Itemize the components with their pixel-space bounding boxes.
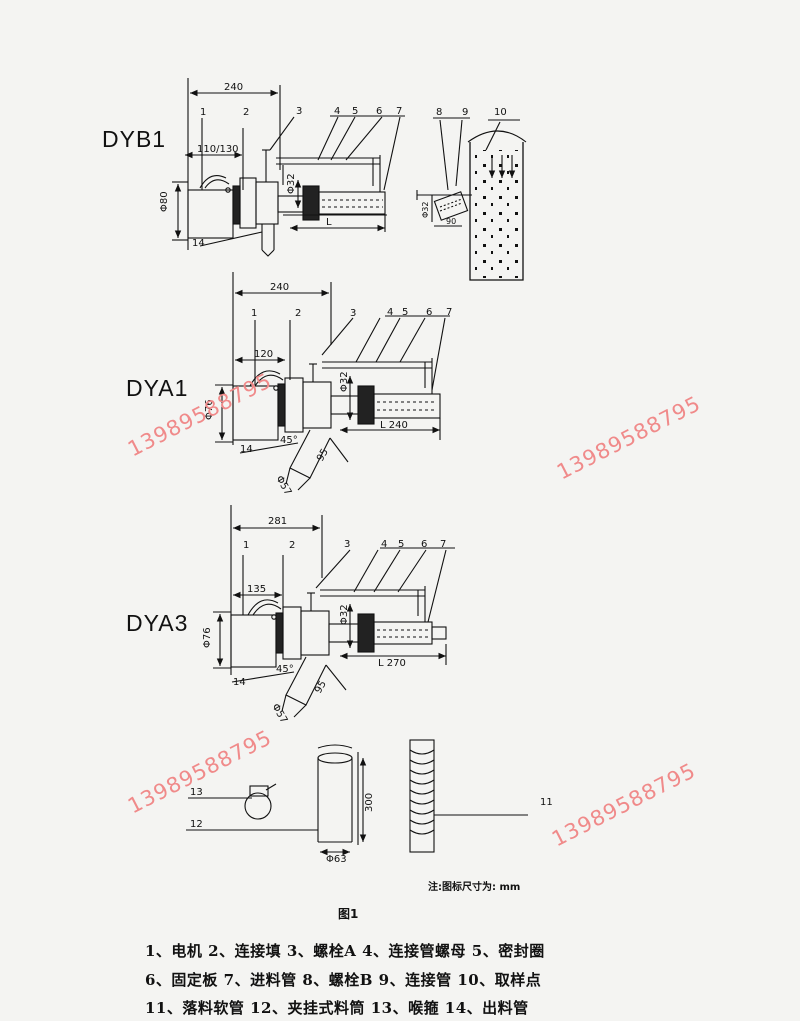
callout-5-dya1: 5	[402, 307, 408, 318]
callout-4: 4	[334, 106, 340, 117]
model-label-dya3: DYA3	[126, 610, 189, 636]
callout-8: 8	[436, 107, 442, 118]
callout-6-dya1: 6	[426, 307, 432, 318]
callout-7: 7	[396, 106, 402, 117]
callout-14-dya3: 14	[233, 677, 246, 688]
callout-5-dya3: 5	[398, 539, 404, 550]
model-label-dya1: DYA1	[126, 375, 189, 401]
callout-13: 13	[190, 787, 203, 798]
dyb1-offset-dim: 110/130	[197, 144, 239, 155]
dyb1-pipe-dia: Φ32	[286, 173, 297, 194]
callout-10: 10	[494, 107, 507, 118]
dyb1-detail-dim: 90	[446, 217, 456, 226]
parts-dia: Φ63	[326, 854, 347, 865]
dya3-angle: 45°	[276, 664, 294, 675]
dya1-outlet-dia: Φ57	[273, 474, 293, 497]
unit-note: 注:图标尺寸为: mm	[428, 882, 521, 893]
callout-1-dya3: 1	[243, 540, 249, 551]
callout-14-dya1: 14	[240, 444, 253, 455]
dya1-outlet-len: 95	[315, 447, 331, 464]
figure-caption: 图1	[338, 907, 359, 921]
callout-1: 1	[200, 107, 206, 118]
legend-line-1: 1、电机 2、连接填 3、螺栓A 4、连接管螺母 5、密封圈	[145, 942, 545, 960]
dya3-width-dim: 281	[268, 516, 287, 527]
dya3-outlet-dia: Φ57	[269, 702, 289, 725]
dya3-pipe-dia: Φ32	[339, 604, 350, 625]
callout-7-dya3: 7	[440, 539, 446, 550]
callout-3-dya1: 3	[350, 308, 356, 319]
callout-14-dyb1: 14	[192, 238, 205, 249]
legend-line-2: 6、固定板 7、进料管 8、螺栓B 9、连接管 10、取样点	[145, 971, 542, 989]
dya3-body-dia: Φ76	[202, 627, 213, 648]
model-label-dyb1: DYB1	[102, 126, 167, 152]
dya1-body-dia: Φ76	[204, 399, 215, 420]
callout-3: 3	[296, 106, 302, 117]
dya1-offset-dim: 120	[254, 349, 273, 360]
dya1-pipe-dia: Φ32	[339, 371, 350, 392]
callout-4-dya3: 4	[381, 539, 387, 550]
dya3-drawing	[213, 505, 455, 718]
callout-7-dya1: 7	[446, 307, 452, 318]
dyb1-drawing	[172, 78, 527, 281]
callout-2-dya3: 2	[289, 540, 295, 551]
callout-9: 9	[462, 107, 468, 118]
accessories-drawing	[186, 739, 528, 856]
dya3-offset-dim: 135	[247, 584, 266, 595]
callout-6: 6	[376, 106, 382, 117]
dyb1-width-dim: 240	[224, 82, 243, 93]
callout-1-dya1: 1	[251, 308, 257, 319]
callout-2-dya1: 2	[295, 308, 301, 319]
callout-5: 5	[352, 106, 358, 117]
dya3-outlet-len: 95	[313, 679, 329, 696]
dyb1-length: L	[326, 217, 332, 228]
dya1-width-dim: 240	[270, 282, 289, 293]
callout-3-dya3: 3	[344, 539, 350, 550]
legend-line-3: 11、落料软管 12、夹挂式料筒 13、喉箍 14、出料管	[145, 999, 529, 1017]
dyb1-body-dia: Φ80	[159, 191, 170, 212]
callout-4-dya1: 4	[387, 307, 393, 318]
dya3-length: L 270	[378, 658, 406, 669]
dya1-length: L 240	[380, 420, 408, 431]
callout-11: 11	[540, 797, 553, 808]
dya1-drawing	[215, 272, 450, 491]
dyb1-detail-dia: Φ32	[421, 202, 430, 218]
parts-height: 300	[364, 793, 375, 812]
dya1-angle: 45°	[280, 435, 298, 446]
callout-6-dya3: 6	[421, 539, 427, 550]
callout-12: 12	[190, 819, 203, 830]
callout-2: 2	[243, 107, 249, 118]
